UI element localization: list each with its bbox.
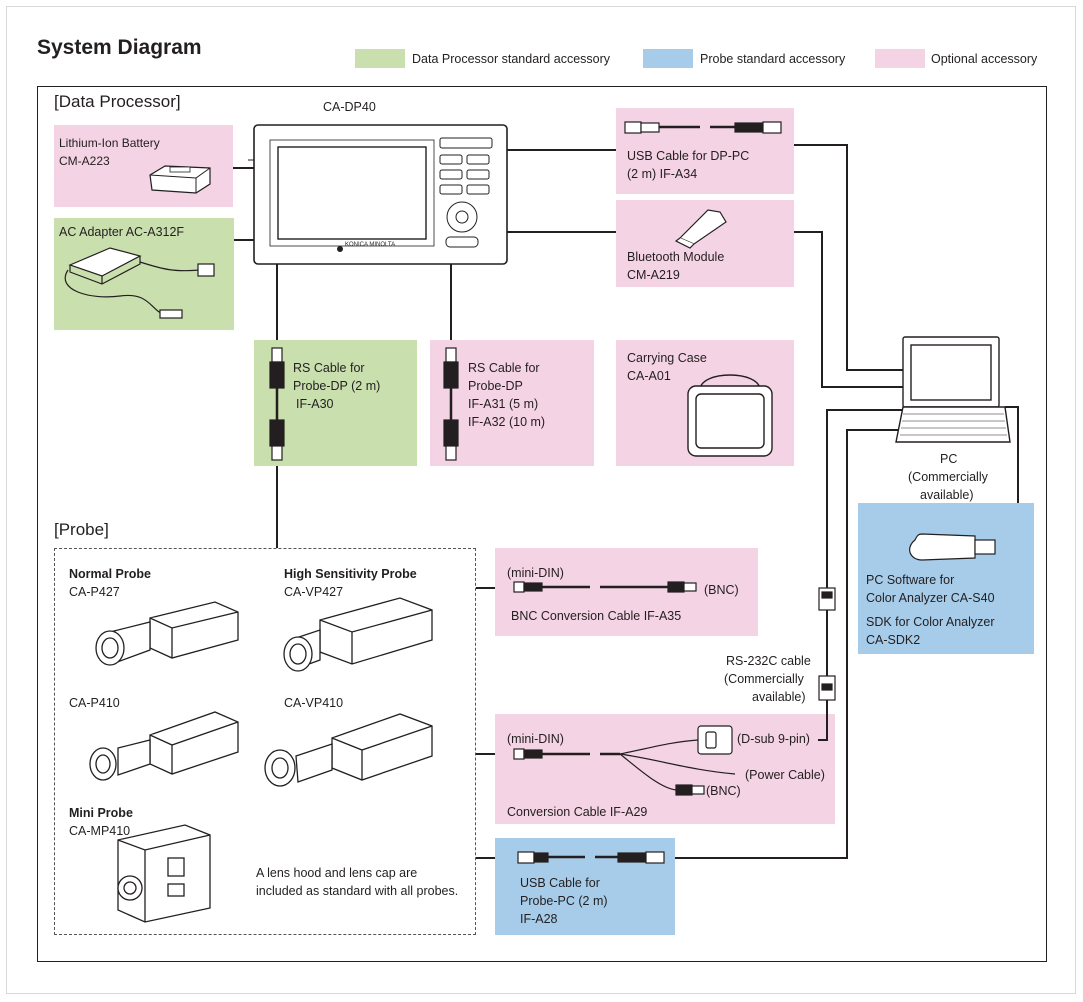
rs-cable-2m-line2: Probe-DP (2 m) — [293, 379, 381, 393]
bnc-cable-box — [495, 548, 758, 636]
bluetooth-module-illustration — [674, 209, 727, 249]
legend-swatch-dp — [355, 49, 405, 68]
mini-probe-model: CA-MP410 — [69, 824, 131, 838]
conv-cable-box — [495, 714, 835, 824]
sdk-line1: SDK for Color Analyzer — [866, 615, 995, 629]
rs-cable-2m-model: IF-A30 — [296, 397, 334, 411]
conv-cable-left-label: (mini-DIN) — [507, 732, 564, 746]
normal-probe-427-illustration — [95, 601, 239, 666]
mini-probe-illustration — [117, 824, 211, 923]
software-box — [858, 503, 1034, 654]
rs-cable-long-model2: IF-A32 (10 m) — [468, 415, 546, 429]
battery-box — [54, 125, 233, 207]
conv-cable-name: Conversion Cable IF-A29 — [507, 805, 648, 819]
conversion-cable-illustration — [513, 725, 736, 796]
sdk-line2: CA-SDK2 — [866, 633, 921, 647]
pc-label: PC — [940, 452, 958, 466]
usb-stick-illustration — [909, 533, 996, 561]
normal-probe-title: Normal Probe — [69, 567, 151, 581]
rs-cable-long-line2: Probe-DP — [468, 379, 523, 393]
section-label-probe: [Probe] — [54, 520, 109, 539]
rs-cable-2m-illustration — [269, 347, 285, 461]
pc-laptop-illustration — [895, 336, 1011, 443]
legend-swatch-optional — [875, 49, 925, 68]
legend-swatch-probe — [643, 49, 693, 68]
usb-cable-probe-pc-illustration — [517, 851, 665, 864]
usb-dp-pc-model: (2 m) IF-A34 — [627, 167, 698, 181]
conv-cable-power-label: (Power Cable) — [745, 768, 825, 782]
normal-probe-410-illustration — [89, 711, 239, 781]
legend-label-dp: Data Processor standard accessory — [412, 52, 611, 66]
carrying-case-model: CA-A01 — [627, 369, 671, 383]
usb-dp-pc-label: USB Cable for DP-PC — [627, 149, 750, 163]
bnc-cable-left-label: (mini-DIN) — [507, 566, 564, 580]
probe-area — [54, 548, 476, 935]
data-processor-model: CA-DP40 — [323, 100, 376, 114]
usb-probe-pc-line2: Probe-PC (2 m) — [520, 894, 608, 908]
rs-cable-2m-line1: RS Cable for — [293, 361, 365, 375]
probe-note-line1: A lens hood and lens cap are — [256, 866, 418, 880]
bluetooth-label: Bluetooth Module — [627, 250, 725, 264]
legend-label-optional: Optional accessory — [931, 52, 1038, 66]
hs-probe-title: High Sensitivity Probe — [284, 567, 417, 581]
bluetooth-model: CM-A219 — [627, 268, 680, 282]
pc-note-line2: available) — [920, 488, 974, 502]
software-line2: Color Analyzer CA-S40 — [866, 591, 995, 605]
legend-label-probe: Probe standard accessory — [700, 52, 846, 66]
normal-probe-model-410: CA-P410 — [69, 696, 120, 710]
usb-cable-dp-pc-illustration — [624, 121, 782, 134]
hs-probe-model-410: CA-VP410 — [284, 696, 344, 710]
battery-model: CM-A223 — [59, 154, 110, 168]
rs-cable-long-model1: IF-A31 (5 m) — [468, 397, 539, 411]
carrying-case-label: Carrying Case — [627, 351, 707, 365]
pc-note-line1: (Commercially — [908, 470, 988, 484]
hs-probe-model-427: CA-VP427 — [284, 585, 344, 599]
rs232c-note-line1: (Commercially — [724, 672, 804, 686]
rs232c-cable-illustration — [818, 587, 836, 701]
mini-probe-title: Mini Probe — [69, 806, 133, 820]
hs-probe-427-illustration — [283, 597, 433, 672]
conv-cable-bnc-label: (BNC) — [706, 784, 741, 798]
rs232c-note-line2: available) — [752, 690, 806, 704]
normal-probe-model-427: CA-P427 — [69, 585, 120, 599]
rs-cable-long-illustration — [443, 347, 459, 461]
ac-adapter-label: AC Adapter AC-A312F — [59, 225, 185, 239]
bnc-cable-illustration — [513, 581, 697, 593]
bnc-cable-name: BNC Conversion Cable IF-A35 — [511, 609, 682, 623]
outer-frame — [6, 6, 1076, 994]
rs232c-label: RS-232C cable — [726, 654, 811, 668]
hs-probe-410-illustration — [264, 713, 433, 787]
data-processor-brand: KONICA MINOLTA — [345, 242, 396, 248]
bnc-cable-right-label: (BNC) — [704, 583, 739, 597]
probe-note-line2: included as standard with all probes. — [256, 884, 459, 898]
usb-probe-pc-model: IF-A28 — [520, 912, 558, 926]
conv-cable-dsub-label: (D-sub 9-pin) — [737, 732, 810, 746]
diagram-border — [37, 86, 1047, 962]
section-label-data-processor: [Data Processor] — [54, 92, 181, 111]
ac-adapter-illustration — [64, 247, 215, 319]
battery-illustration — [149, 165, 211, 194]
data-processor-device — [248, 124, 508, 265]
page-title: System Diagram — [37, 36, 202, 59]
carrying-case-illustration — [687, 374, 773, 457]
usb-probe-pc-line1: USB Cable for — [520, 876, 600, 890]
rs-cable-long-line1: RS Cable for — [468, 361, 540, 375]
software-line1: PC Software for — [866, 573, 955, 587]
battery-label: Lithium-Ion Battery — [59, 136, 160, 150]
